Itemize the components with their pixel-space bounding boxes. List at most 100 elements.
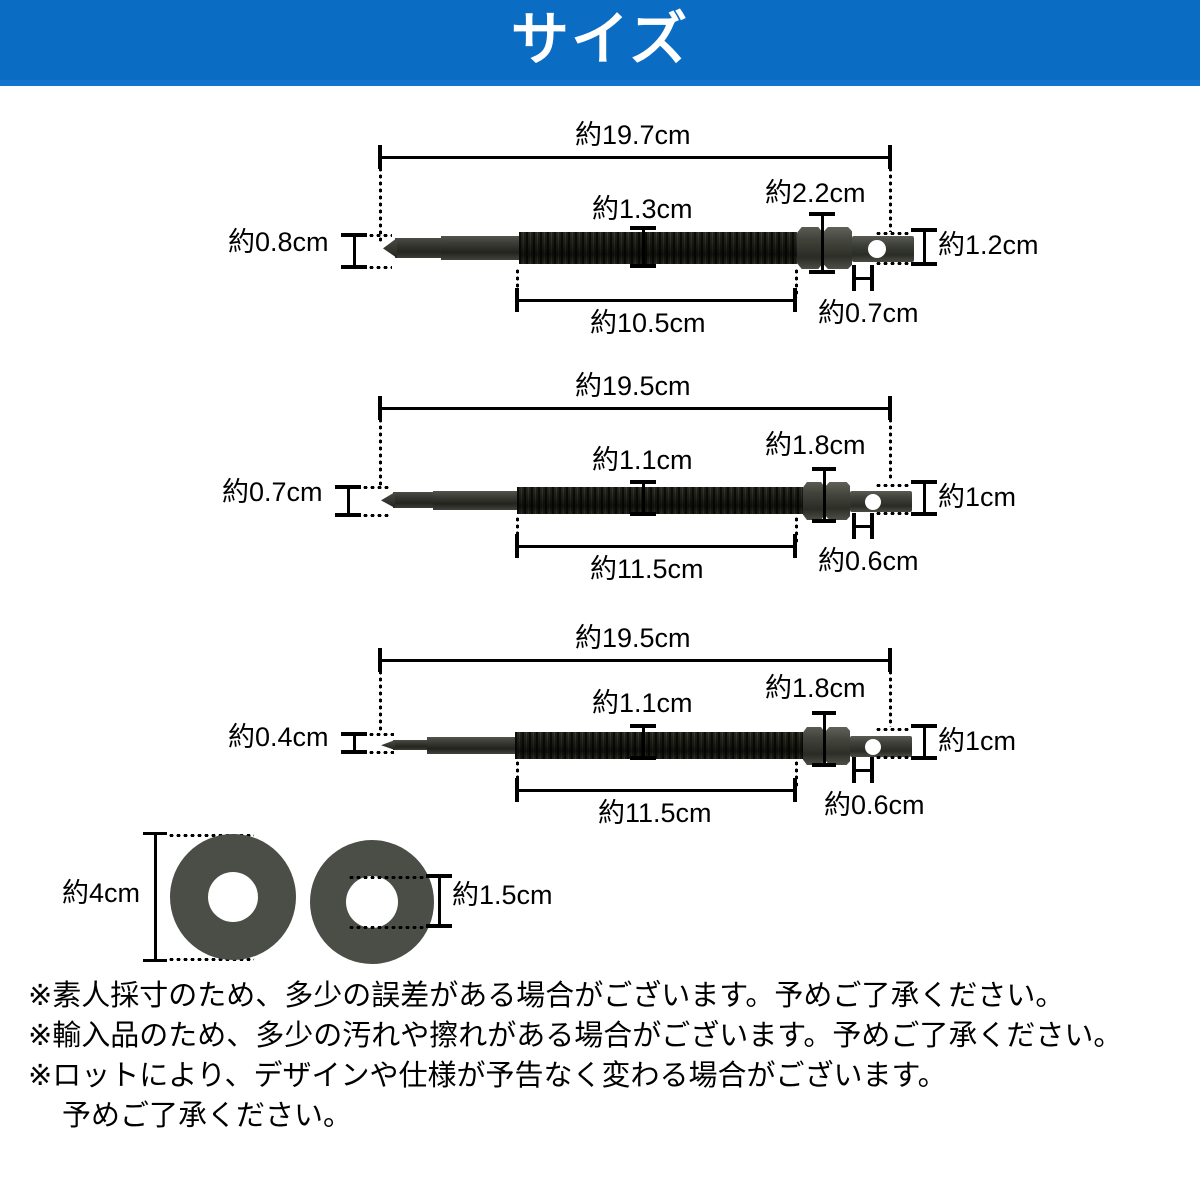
leader-overall-left-3 (379, 669, 382, 733)
caliper-eye-hole-3 (852, 757, 874, 783)
label-washer-inner: 約1.5cm (452, 880, 553, 910)
bolt-illustration-1 (383, 227, 914, 276)
leader-overall-left-2 (379, 417, 382, 489)
caliper-eye-hole-2 (852, 513, 874, 539)
label-overall-length-2: 約19.5cm (575, 371, 691, 401)
caliper-thread-diameter-2 (630, 480, 656, 516)
bolt-shank-2 (433, 491, 517, 510)
footnote-1: ※素人採寸のため、多少の誤差がある場合がございます。予めご了承ください。 (28, 980, 1065, 1012)
leader-thread-left-2 (516, 516, 519, 544)
leader-tip-bottom-2 (362, 514, 390, 517)
leader-hole-bottom (348, 926, 426, 929)
dim-overall-length-1 (378, 145, 892, 169)
washer-large-hole (208, 872, 258, 922)
label-eye-height-3: 約1cm (938, 726, 1017, 756)
footnotes: ※素人採寸のため、多少の誤差がある場合がございます。予めご了承ください。 ※輸入… (28, 976, 1178, 1136)
washer-large (170, 834, 296, 960)
leader-overall-right-2 (889, 417, 892, 479)
bolt-nut-b-3 (826, 727, 850, 765)
bolt-tip-3 (393, 740, 427, 750)
bolt-shank-3 (427, 737, 515, 754)
label-thread-length-3: 約11.5cm (598, 798, 712, 828)
header-underline (0, 80, 1200, 86)
caliper-tip-diameter-1 (341, 233, 367, 269)
label-thread-diameter-2: 約1.1cm (592, 445, 693, 475)
leader-overall-right-3 (889, 669, 892, 727)
label-thread-diameter-3: 約1.1cm (592, 688, 693, 718)
washer-small (310, 840, 434, 964)
bolt-eye-hole-2 (865, 494, 881, 510)
leader-eye-top-2 (875, 484, 911, 487)
leader-tip-top-2 (362, 486, 390, 489)
dim-overall-length-3 (378, 648, 892, 672)
page-title: サイズ (510, 7, 690, 72)
dim-thread-length-3 (515, 778, 797, 802)
bolt-thread-3 (515, 732, 803, 759)
leader-washer-top (168, 834, 254, 837)
label-thread-length-1: 約10.5cm (590, 308, 706, 338)
bolt-illustration-2 (383, 480, 912, 524)
leader-thread-right-3 (795, 760, 798, 788)
bolt-illustration-3 (383, 724, 912, 768)
bolt-nut-b-2 (826, 482, 850, 520)
bolt-eye-hole-1 (868, 240, 886, 258)
label-tip-diameter-1: 約0.8cm (228, 227, 329, 257)
caliper-tip-diameter-2 (335, 485, 361, 517)
bolt-tip-2 (393, 492, 433, 508)
leader-overall-right-1 (889, 166, 892, 232)
dim-overall-length-2 (378, 396, 892, 420)
leader-eye-bottom-3 (875, 756, 911, 759)
bolt-nut-b-1 (824, 227, 852, 269)
caliper-nut-width-1 (809, 212, 835, 274)
caliper-tip-diameter-3 (341, 732, 367, 754)
caliper-thread-diameter-3 (630, 724, 656, 760)
washer-small-hole (346, 876, 398, 928)
label-eye-hole-1: 約0.7cm (818, 298, 919, 328)
label-eye-hole-2: 約0.6cm (818, 546, 919, 576)
leader-tip-top-1 (368, 234, 392, 237)
dim-thread-length-1 (515, 288, 797, 312)
bolt-tip-1 (395, 238, 441, 258)
label-thread-diameter-1: 約1.3cm (592, 194, 693, 224)
bolt-nut-a-1 (797, 227, 823, 269)
caliper-thread-diameter-1 (630, 226, 656, 268)
caliper-washer-inner (426, 874, 452, 928)
label-tip-diameter-2: 約0.7cm (222, 477, 323, 507)
bolt-shank-1 (441, 236, 519, 260)
bolt-eye-hole-3 (865, 739, 881, 755)
label-thread-length-2: 約11.5cm (590, 554, 704, 584)
label-nut-width-3: 約1.8cm (765, 673, 866, 703)
leader-hole-top (348, 876, 426, 879)
caliper-eye-height-2 (911, 480, 937, 516)
leader-overall-left-1 (379, 166, 382, 244)
leader-thread-left-3 (516, 760, 519, 788)
bolt-nut-a-2 (803, 482, 825, 520)
caliper-nut-width-3 (812, 711, 836, 767)
label-nut-width-2: 約1.8cm (765, 430, 866, 460)
leader-thread-left-1 (516, 268, 519, 298)
label-nut-width-1: 約2.2cm (765, 178, 866, 208)
leader-tip-top-3 (368, 733, 394, 736)
leader-eye-bottom-1 (875, 262, 911, 265)
label-washer-outer: 約4cm (62, 878, 141, 908)
footnote-4: 予めご了承ください。 (62, 1100, 353, 1132)
leader-thread-right-2 (795, 516, 798, 544)
label-overall-length-1: 約19.7cm (575, 120, 691, 150)
caliper-eye-height-3 (911, 724, 937, 760)
label-eye-height-1: 約1.2cm (938, 230, 1039, 260)
leader-tip-bottom-1 (368, 266, 392, 269)
footnote-3: ※ロットにより、デザインや仕様が予告なく変わる場合がございます。 (28, 1060, 947, 1092)
caliper-eye-height-1 (911, 228, 937, 266)
leader-eye-bottom-2 (875, 512, 911, 515)
leader-eye-top-3 (875, 728, 911, 731)
footnote-2: ※輸入品のため、多少の汚れや擦れがある場合がございます。予めご了承ください。 (28, 1020, 1123, 1052)
caliper-eye-hole-1 (852, 265, 874, 291)
header-banner (0, 0, 1200, 80)
dim-thread-length-2 (515, 534, 797, 558)
caliper-nut-width-2 (812, 467, 836, 523)
label-tip-diameter-3: 約0.4cm (228, 722, 329, 752)
dim-washer-outer (143, 832, 167, 962)
leader-eye-top-1 (875, 232, 911, 235)
label-overall-length-3: 約19.5cm (575, 623, 691, 653)
bolt-eye-bar-2 (850, 491, 912, 512)
